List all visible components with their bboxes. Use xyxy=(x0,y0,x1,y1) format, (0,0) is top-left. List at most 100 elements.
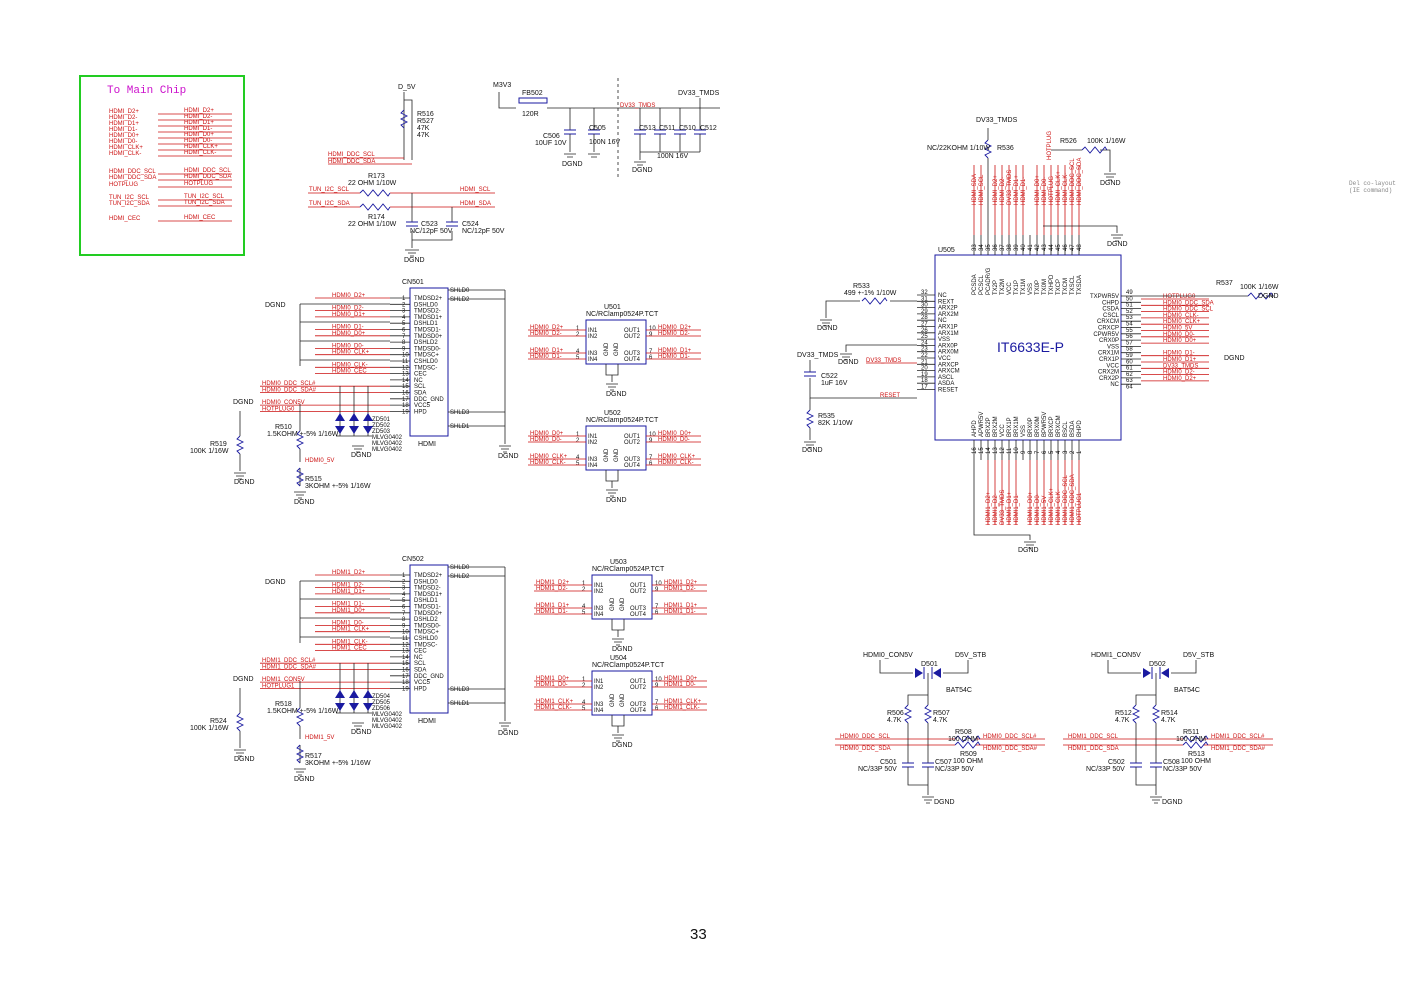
dgnd-label: DGND xyxy=(265,302,286,309)
clamp-pin-number: 7 xyxy=(655,604,659,610)
connector-pin-number: 12 xyxy=(402,642,409,648)
m3v3-label: M3V3 xyxy=(493,82,511,89)
clamp-pin-number: 9 xyxy=(649,438,653,444)
r174-label: R174 xyxy=(368,214,385,221)
main-chip-left-net: HDMI_D0+ xyxy=(109,133,139,139)
switch-bottom-pin-number: 8 xyxy=(1028,450,1034,454)
pullup-value-a: 4.7K xyxy=(887,717,902,724)
clamp-pin-number: 5 xyxy=(582,706,586,712)
switch-top-pin: TX0M xyxy=(1042,279,1048,295)
clamp-pin-in: IN1 xyxy=(588,434,598,440)
switch-right-pin: CRX1M xyxy=(1098,351,1119,357)
zener-diode-icon xyxy=(363,426,373,434)
clamp-pin-out: OUT1 xyxy=(630,583,647,589)
zener-value: MLVG0402 xyxy=(372,441,403,447)
main-chip-left-net: HDMI_DDC_SDA xyxy=(109,175,156,181)
switch-bottom-pin: BRX1M xyxy=(1014,416,1020,437)
diode-con-label: HDMI1_CON5V xyxy=(1091,652,1141,659)
fb502-value: 120R xyxy=(522,111,539,118)
main-chip-right-net: HDMI_D1+ xyxy=(184,120,214,126)
connector-pin-number: 19 xyxy=(402,686,409,692)
resistor-ref: R515 xyxy=(305,476,322,483)
clamp-pin-number: 6 xyxy=(649,461,653,467)
switch-right-pin-number: 60 xyxy=(1126,359,1133,365)
switch-right-pin-number: 56 xyxy=(1126,334,1133,340)
dgnd-label: DGND xyxy=(612,646,633,653)
switch-left-pin: ARXCP xyxy=(938,362,959,368)
main-chip-right-net: HDMI_D1- xyxy=(184,126,212,132)
clamp-pin-number: 6 xyxy=(655,610,659,616)
main-chip-right-net: HDMI_CLK- xyxy=(184,150,216,156)
connector-pin-number: 10 xyxy=(402,630,409,636)
main-chip-left-net: TUN_I2C_SDA xyxy=(109,201,150,207)
connector-pin-name: DSHLD1 xyxy=(414,321,438,327)
clamp-out-net: HDMI1_D2+ xyxy=(664,580,698,586)
pullup-value-b: 4.7K xyxy=(1161,717,1176,724)
pullup-ref-b: R507 xyxy=(933,710,950,717)
clamp-pin-in: IN3 xyxy=(594,702,604,708)
series-value-a: 100 OHM xyxy=(948,736,978,743)
clamp-in-net: HDMI0_D2+ xyxy=(530,325,564,331)
clamp-pin-out: OUT4 xyxy=(630,612,647,618)
connector-pin-name: CEC xyxy=(414,372,427,378)
clamp-out-net: HDMI1_D1+ xyxy=(664,603,698,609)
wire xyxy=(295,430,305,450)
clamp-pin-number: 1 xyxy=(582,677,586,683)
zener-diode-icon xyxy=(349,413,359,421)
zener-ref: ZD506 xyxy=(372,706,391,712)
series-ref-a: R508 xyxy=(955,729,972,736)
cap-value-b: NC/33P 50V xyxy=(935,766,974,773)
switch-top-pin: TXCM xyxy=(1063,278,1069,295)
main-chip-left-net: HDMI_CEC xyxy=(109,216,141,222)
c-value: 100N 16V xyxy=(657,153,688,160)
series-value-a: 100 OHM xyxy=(1176,736,1206,743)
clamp-pin-number: 7 xyxy=(649,349,653,355)
wire xyxy=(611,715,625,733)
dgnd-label-3: DGND xyxy=(632,167,653,174)
connector-net-label: HDMI1_CLK+ xyxy=(332,627,370,633)
switch-right-pin-number: 58 xyxy=(1126,347,1133,353)
switch-bottom-pin: BRX0M xyxy=(1035,416,1041,437)
resistor-ref: R510 xyxy=(275,424,292,431)
wire xyxy=(605,470,619,488)
dgnd-label: DGND xyxy=(1162,799,1183,806)
wire xyxy=(1043,225,1118,233)
switch-top-pin-number: 42 xyxy=(1035,244,1041,251)
switch-top-pin-number: 36 xyxy=(993,244,999,251)
switch-right-pin-number: 49 xyxy=(1126,290,1133,296)
resistor-value: 3KOHM +-5% 1/16W xyxy=(305,483,371,490)
dgnd-label: DGND xyxy=(294,776,315,783)
tun-scl-net: TUN_I2C_SCL xyxy=(309,187,350,193)
clamp-in-net: HDMI0_D2- xyxy=(530,331,562,337)
switch-top-pin-number: 48 xyxy=(1077,244,1083,251)
connector-net-label: HDMI1_D1+ xyxy=(332,589,366,595)
main-chip-left-net: HDMI_CLK+ xyxy=(109,145,143,151)
clamp-pin-number: 9 xyxy=(649,332,653,338)
resistor-ref: R519 xyxy=(210,441,227,448)
main-chip-left-net: HDMI_D1- xyxy=(109,127,137,133)
clamp-value: NC/RClamp0524P.TCT xyxy=(586,311,659,318)
diode-stb-label: D5V_STB xyxy=(1183,652,1214,659)
r516-label: R516 xyxy=(417,111,434,118)
wire xyxy=(861,297,888,305)
hdmi-5v-net: HDMI1_5V xyxy=(305,735,334,741)
clamp-pin-number: 7 xyxy=(649,455,653,461)
ddc-sda-out: HDMI0_DDC_SDA# xyxy=(983,746,1038,752)
switch-top-net: HDMI_SDA xyxy=(972,174,978,205)
reset-net: RESET xyxy=(880,393,900,399)
connector-pin-number: 8 xyxy=(402,617,406,623)
switch-right-pin-number: 53 xyxy=(1126,315,1133,321)
wire xyxy=(1135,767,1157,795)
clamp-pin-number: 5 xyxy=(582,610,586,616)
wire xyxy=(902,762,934,768)
switch-bottom-pin-number: 7 xyxy=(1035,450,1041,454)
wire xyxy=(1131,704,1141,724)
connector-net-label: HDMI1_CEC xyxy=(332,646,367,652)
connector-pin-name: DDC_GND xyxy=(414,674,444,680)
main-chip-right-net: HDMI_CEC xyxy=(184,215,216,221)
wire xyxy=(903,704,913,724)
switch-top-pin: TXSCL xyxy=(1070,275,1076,295)
clamp-pin-number: 6 xyxy=(655,706,659,712)
clamp-pin-in: IN4 xyxy=(588,463,598,469)
